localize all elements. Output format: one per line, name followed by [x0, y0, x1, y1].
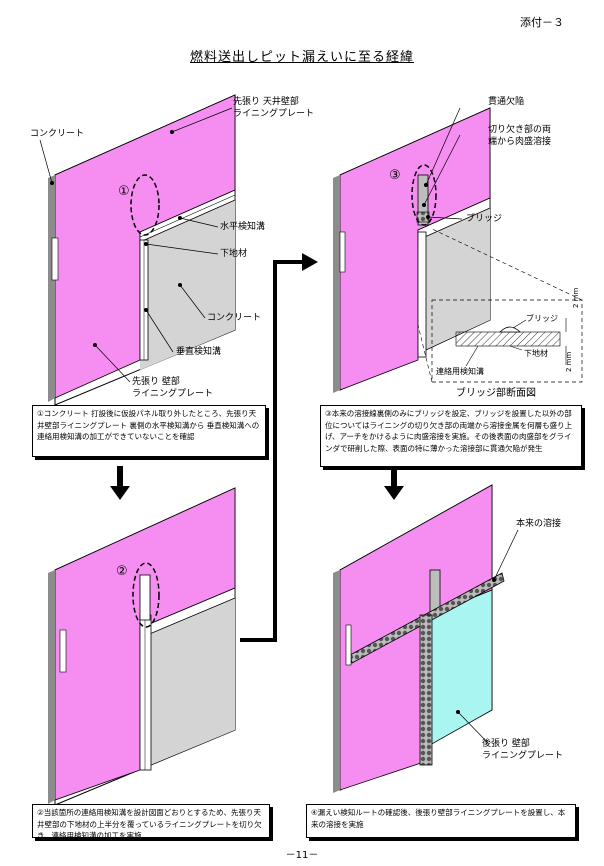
arrow-down-1: [110, 466, 130, 500]
label-vertical-groove: 垂直検知溝: [176, 347, 222, 357]
connector-arrow: [240, 253, 318, 642]
label-base-material: 下地材: [220, 249, 248, 259]
label-lining-wall: 先張り 壁部 ライニングプレート: [132, 377, 214, 399]
page-number: －11－: [285, 850, 319, 861]
label-through-defect: 貫通欠陥: [488, 97, 525, 107]
panel-4-figure: [333, 484, 519, 793]
panel-2-figure: [48, 487, 236, 806]
section-title: ブリッジ部断面図: [456, 388, 536, 399]
label-connecting-groove: 連絡用検知溝: [436, 367, 484, 376]
step-4-caption: ④漏えい検知ルートの確認後、後張り壁部ライニングプレートを設置し、本来の溶接を実…: [306, 804, 576, 838]
vertical-weld-bead: [419, 614, 433, 766]
label-bridge: ブリッジ: [466, 214, 503, 224]
attachment-number: 添付－３: [520, 16, 564, 29]
label-lining-wall-after: 後張り 壁部 ライニングプレート: [482, 739, 564, 761]
panel-1-figure: [39, 94, 236, 406]
arrow-down-2: [384, 466, 404, 500]
label-concrete-right: コンクリート: [207, 313, 262, 323]
bridge-section-detail: [417, 227, 583, 383]
dimension-top: 2 mm: [572, 287, 580, 308]
concrete-panel: [140, 195, 235, 370]
label-lining-ceiling-wall: 先張り 天井壁部 ライニングプレート: [233, 97, 315, 119]
label-bridge-detail: ブリッジ: [526, 314, 558, 323]
label-horizontal-groove: 水平検知溝: [220, 222, 266, 232]
step-2-caption: ②当該箇所の連絡用検知溝を設計図面どおりとするため、先張り天井壁部の下地材の上半…: [32, 804, 270, 840]
step-1-marker: ①: [118, 184, 130, 199]
page-title: 燃料送出しピット漏えいに至る経緯: [189, 50, 414, 65]
step-3-marker: ③: [389, 168, 401, 183]
panel-3-figure: [333, 107, 491, 393]
dimension-bottom: 2 mm: [565, 351, 573, 372]
step-1-caption: ①コンクリート 打設後に仮設パネル取り外したところ、先張り天井壁部ライニングプレ…: [32, 405, 266, 457]
label-concrete-left: コンクリート: [30, 129, 85, 139]
label-original-weld: 本来の溶接: [516, 519, 562, 529]
label-build-up-weld: 切り欠き部の両 端から肉盛溶接: [488, 125, 552, 147]
step-3-caption: ③本来の溶接線裏側のみにブリッジを設定、ブリッジを設置した以外の部位についてはラ…: [320, 405, 582, 467]
step-2-marker: ②: [116, 564, 128, 579]
label-base-material-detail: 下地材: [524, 349, 548, 358]
